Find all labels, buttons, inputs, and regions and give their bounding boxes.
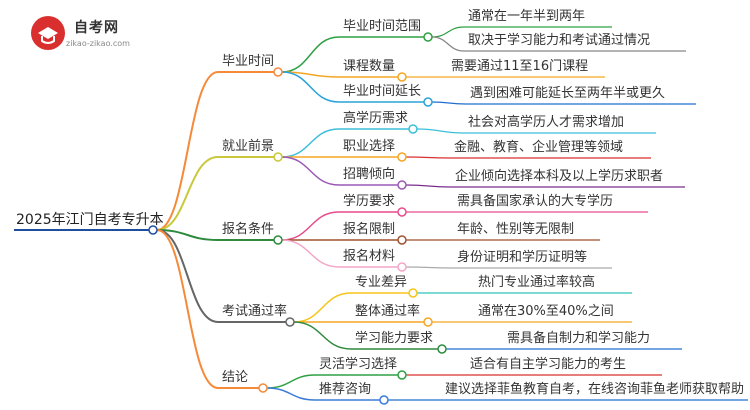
branch-collapse-dot[interactable] <box>258 383 268 393</box>
topic-collapse-dot[interactable] <box>397 207 407 217</box>
topic-collapse-dot[interactable] <box>397 180 407 190</box>
leaf-link <box>431 101 467 105</box>
topic-label: 学习能力要求 <box>355 331 434 346</box>
topic-collapse-dot[interactable] <box>397 370 407 380</box>
branch-link <box>156 156 219 231</box>
topic-label: 招聘倾向 <box>343 167 396 182</box>
branch-link <box>156 229 219 389</box>
leaf-label: 建议选择菲鱼教育自考，在线咨询菲鱼老师获取帮助 <box>445 382 745 397</box>
leaf-link <box>416 128 465 134</box>
topic-link <box>293 321 352 350</box>
branch-label: 结论 <box>222 370 249 385</box>
branch-label: 考试通过率 <box>222 304 288 319</box>
branch-collapse-dot[interactable] <box>273 152 283 162</box>
topic-link <box>281 71 340 103</box>
topic-label: 专业差异 <box>355 275 408 290</box>
topic-collapse-dot[interactable] <box>423 97 433 107</box>
leaf-link <box>405 266 454 269</box>
leaf-label: 身份证明和学历证明等 <box>457 250 588 265</box>
topic-label: 毕业时间延长 <box>343 84 422 99</box>
branch-label: 报名条件 <box>222 222 275 237</box>
logo-icon <box>31 16 65 50</box>
branch-collapse-dot[interactable] <box>285 317 295 327</box>
leaf-label: 通常在一年半到两年 <box>468 9 586 24</box>
topic-link <box>266 374 316 389</box>
leaf-label: 遇到困难可能延长至两年半或更久 <box>470 86 666 101</box>
branch-collapse-dot[interactable] <box>273 67 283 77</box>
topic-link <box>281 156 340 186</box>
topic-link <box>281 128 340 158</box>
leaf-label: 企业倾向选择本科及以上学历求职者 <box>455 169 664 184</box>
leaf-link <box>405 156 451 159</box>
branch-collapse-dot[interactable] <box>273 235 283 245</box>
topic-label: 毕业时间范围 <box>343 19 422 34</box>
leaf-link <box>431 36 465 52</box>
topic-collapse-dot[interactable] <box>397 72 407 82</box>
topic-label: 学历要求 <box>343 194 396 209</box>
root-collapse-dot[interactable] <box>148 225 158 235</box>
topic-label: 灵活学习选择 <box>319 357 398 372</box>
topic-label: 职业选择 <box>343 139 396 154</box>
branch-label: 毕业时间 <box>222 54 275 69</box>
leaf-link <box>405 184 452 188</box>
leaf-label: 取决于学习能力和考试通过情况 <box>468 33 651 48</box>
topic-link <box>281 211 340 241</box>
topic-collapse-dot[interactable] <box>408 124 418 134</box>
topic-link <box>281 36 340 73</box>
leaf-label: 适合有自主学习能力的考生 <box>470 357 627 372</box>
leaf-label: 需具备自制力和学习能力 <box>507 331 651 346</box>
leaf-label: 需具备国家承认的大专学历 <box>457 194 614 209</box>
topic-collapse-dot[interactable] <box>397 235 407 245</box>
leaf-label: 年龄、性别等无限制 <box>457 222 575 237</box>
leaf-link <box>431 26 465 38</box>
topic-link <box>266 387 316 401</box>
logo-subtitle: zikao-zikao.com <box>66 39 130 48</box>
topic-collapse-dot[interactable] <box>423 32 433 42</box>
topic-label: 报名限制 <box>343 222 396 237</box>
topic-label: 整体通过率 <box>355 304 421 319</box>
logo-title: 自考网 <box>74 20 119 36</box>
leaf-label: 需要通过11至16门课程 <box>451 59 589 74</box>
branch-link <box>156 229 219 323</box>
leaf-label: 社会对高学历人才需求增加 <box>468 115 625 130</box>
topic-label: 高学历需求 <box>343 111 409 126</box>
topic-label: 报名材料 <box>343 249 396 264</box>
branch-link <box>156 71 219 231</box>
topic-collapse-dot[interactable] <box>408 288 418 298</box>
topic-collapse-dot[interactable] <box>397 152 407 162</box>
topic-label: 课程数量 <box>343 59 396 74</box>
branch-label: 就业前景 <box>222 139 275 154</box>
topic-link <box>281 239 340 268</box>
leaf-label: 金融、教育、企业管理等领域 <box>454 140 624 155</box>
root-node-label: 2025年江门自考专升本 <box>16 212 164 228</box>
topic-collapse-dot[interactable] <box>423 317 433 327</box>
branch-link <box>156 229 219 241</box>
topic-collapse-dot[interactable] <box>379 395 389 405</box>
leaf-label: 通常在30%至40%之间 <box>478 304 614 319</box>
leaf-label: 热门专业通过率较高 <box>478 275 596 290</box>
topic-link <box>293 292 352 323</box>
topic-collapse-dot[interactable] <box>397 262 407 272</box>
topic-collapse-dot[interactable] <box>437 344 447 354</box>
topic-label: 推荐咨询 <box>319 382 372 397</box>
